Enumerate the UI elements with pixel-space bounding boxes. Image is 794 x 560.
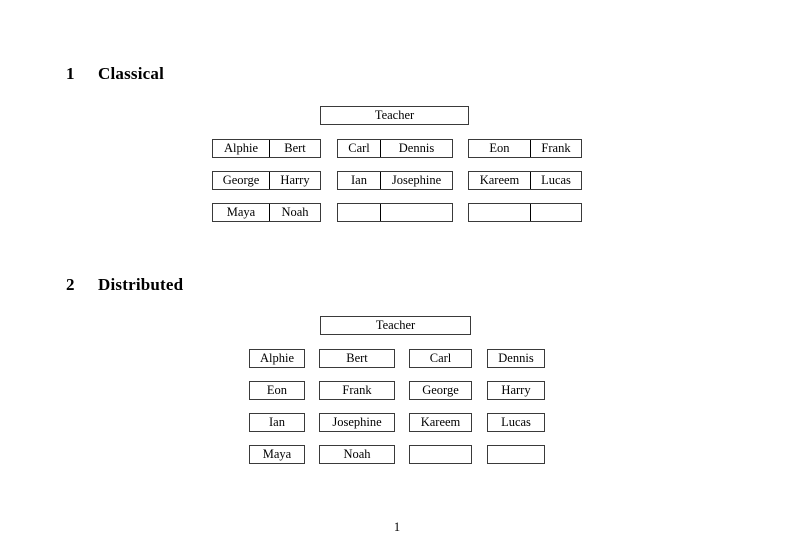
- table-row: George Harry: [212, 171, 321, 190]
- section-heading-distributed: 2 Distributed: [66, 275, 183, 295]
- student-cell: Maya: [249, 445, 305, 464]
- student-cell: Ian: [351, 173, 367, 187]
- student-cell: Carl: [409, 349, 472, 368]
- student-cell: Harry: [269, 172, 320, 189]
- student-cell: Kareem: [479, 173, 520, 187]
- student-cell: Frank: [530, 140, 581, 157]
- table-row: Carl Dennis: [337, 139, 453, 158]
- student-cell: Bert: [319, 349, 395, 368]
- student-cell: Dennis: [380, 140, 452, 157]
- student-cell: Carl: [348, 141, 370, 155]
- page-number: 1: [393, 520, 401, 534]
- table-row: Maya Noah: [212, 203, 321, 222]
- teacher-box-classical: Teacher: [320, 106, 469, 125]
- student-cell: George: [409, 381, 472, 400]
- student-cell: Harry: [487, 381, 545, 400]
- student-cell: Maya: [226, 205, 256, 219]
- table-row: [337, 203, 453, 222]
- student-cell: Alphie: [223, 141, 259, 155]
- student-cell: Bert: [269, 140, 320, 157]
- student-cell-empty: [380, 204, 452, 221]
- student-cell: George: [222, 173, 260, 187]
- student-cell: Dennis: [487, 349, 545, 368]
- student-cell-empty: [409, 445, 472, 464]
- section-title: Classical: [98, 64, 165, 83]
- table-row: [468, 203, 582, 222]
- student-cell: Alphie: [249, 349, 305, 368]
- student-cell: Josephine: [319, 413, 395, 432]
- student-cell: Lucas: [530, 172, 581, 189]
- student-cell: Josephine: [380, 172, 452, 189]
- student-cell-empty: [487, 445, 545, 464]
- student-cell-empty: [338, 204, 380, 221]
- student-cell: Lucas: [487, 413, 545, 432]
- student-cell: Noah: [319, 445, 395, 464]
- student-cell-empty: [530, 204, 581, 221]
- table-row: Kareem Lucas: [468, 171, 582, 190]
- student-cell: Eon: [249, 381, 305, 400]
- student-cell: Eon: [489, 141, 510, 155]
- section-title: Distributed: [98, 275, 184, 294]
- table-row: Eon Frank: [468, 139, 582, 158]
- student-cell: Kareem: [409, 413, 472, 432]
- student-cell: Frank: [319, 381, 395, 400]
- table-row: Ian Josephine: [337, 171, 453, 190]
- student-cell: Ian: [249, 413, 305, 432]
- section-number: 2: [66, 275, 75, 294]
- table-row: Alphie Bert: [212, 139, 321, 158]
- student-cell-empty: [469, 204, 530, 221]
- teacher-box-distributed: Teacher: [320, 316, 471, 335]
- section-heading-classical: 1 Classical: [66, 64, 164, 84]
- section-number: 1: [66, 64, 75, 83]
- student-cell: Noah: [269, 204, 320, 221]
